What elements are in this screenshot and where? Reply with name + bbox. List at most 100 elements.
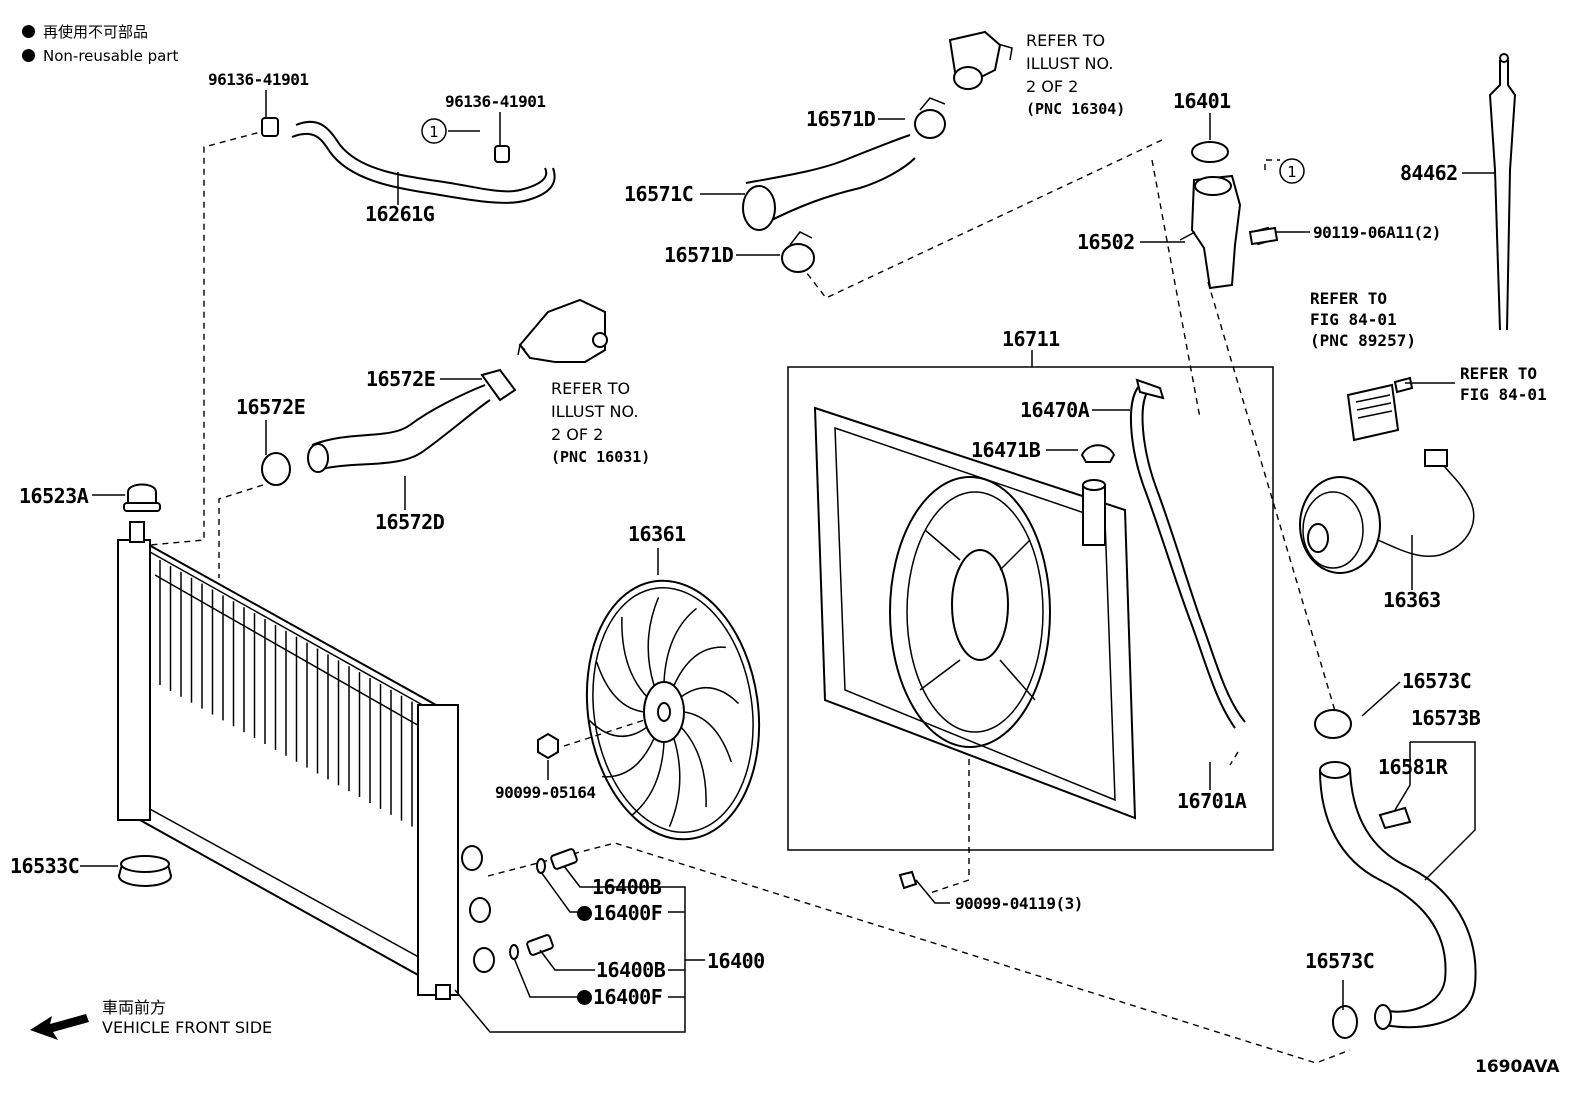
- part-label-16573b[interactable]: 16573B: [1411, 706, 1481, 730]
- part-label-16581r[interactable]: 16581R: [1378, 755, 1448, 779]
- part-label-16261g[interactable]: 16261G: [365, 202, 435, 226]
- fan-blade: [631, 741, 665, 817]
- ref-marker-label: 1: [429, 123, 439, 141]
- part-label-16701a[interactable]: 16701A: [1177, 789, 1247, 813]
- legend-jp-text: 再使用不可部品: [43, 23, 149, 41]
- fan-blade: [680, 726, 707, 808]
- part-label-90119[interactable]: 90119-06A11(2): [1313, 223, 1441, 242]
- ref-note-line: REFER TO: [1460, 364, 1538, 383]
- radiator-assembly: [117, 521, 495, 1000]
- cooling-fan-16361: [585, 579, 761, 841]
- part-label-16571c[interactable]: 16571C: [624, 182, 694, 206]
- legend-en-text: Non-reusable part: [43, 47, 179, 65]
- fan-blade: [647, 597, 660, 687]
- part-label-96136-a[interactable]: 96136-41901: [208, 70, 309, 89]
- fan-blade: [680, 686, 740, 705]
- label-leaders: [80, 90, 1495, 1033]
- lower-hose-16572d: [261, 368, 517, 486]
- ref-note-line: FIG 84-01: [1310, 310, 1397, 329]
- part-label-90099-05164[interactable]: 90099-05164: [495, 783, 596, 802]
- legend: 再使用不可部品 Non-reusable part: [22, 20, 178, 68]
- fan-blade: [621, 616, 648, 698]
- thermostat-housing: [517, 298, 608, 363]
- radiator-cap-16523a: [123, 483, 161, 512]
- dashed-leader-lines: [149, 129, 1351, 1064]
- ref-note-line: (PNC 16304): [1026, 100, 1126, 118]
- part-label-16470a[interactable]: 16470A: [1020, 398, 1090, 422]
- ref-marker-label: 1: [1287, 163, 1297, 181]
- direction-jp: 車両前方: [102, 998, 167, 1017]
- ref-note-line: ILLUST NO.: [1026, 54, 1114, 73]
- part-label-16572e[interactable]: 16572E: [366, 367, 436, 391]
- filler-neck-16502: [1179, 141, 1274, 290]
- ref-note-line: (PNC 89257): [1310, 331, 1416, 350]
- fan-blade: [673, 646, 726, 687]
- level-gauge-84462: [1488, 53, 1517, 331]
- part-label-90099-04119[interactable]: 90099-04119(3): [955, 894, 1083, 913]
- part-label-16571d-bot[interactable]: 16571D: [664, 243, 734, 267]
- lower-hose-16573b: [1314, 709, 1477, 1039]
- ref-note-line: REFER TO: [551, 379, 631, 398]
- part-label-16533c[interactable]: 16533C: [10, 854, 80, 878]
- fan-blade: [595, 661, 645, 713]
- part-label-84462[interactable]: 84462: [1400, 161, 1458, 185]
- part-label-16711[interactable]: 16711: [1002, 327, 1060, 351]
- water-inlet-housing: [948, 30, 1013, 90]
- part-label-16400f-b[interactable]: 16400F: [577, 985, 663, 1009]
- ref-note-89257: REFER TO FIG 84-01 (PNC 89257): [1310, 288, 1416, 351]
- ref-note-line: ILLUST NO.: [551, 402, 639, 421]
- part-label-16400b-b[interactable]: 16400B: [596, 958, 666, 982]
- vehicle-front-side: 車両前方 VEHICLE FRONT SIDE: [102, 998, 272, 1038]
- part-label-16400f-a[interactable]: 16400F: [577, 901, 663, 925]
- fan-blade: [683, 711, 733, 763]
- ref-note-8401: REFER TO FIG 84-01: [1460, 363, 1547, 405]
- part-label-16401[interactable]: 16401: [1173, 89, 1231, 113]
- ref-note-16304: REFER TO ILLUST NO. 2 OF 2 (PNC 16304): [1026, 29, 1125, 121]
- part-label-16573c-top[interactable]: 16573C: [1402, 669, 1472, 693]
- fan-nut: [537, 732, 559, 760]
- part-label-16471b[interactable]: 16471B: [971, 438, 1041, 462]
- drain-cocks-16400: [509, 848, 578, 960]
- overflow-hose-16470a: [1130, 378, 1246, 729]
- ref-note-line: (PNC 16031): [551, 448, 651, 466]
- bolt-90119: [1248, 226, 1279, 246]
- ref-note-line: REFER TO: [1310, 289, 1388, 308]
- legend-jp: 再使用不可部品: [22, 20, 178, 44]
- ref-note-line: FIG 84-01: [1460, 385, 1547, 404]
- part-label-16572e-clamp[interactable]: 16572E: [236, 395, 306, 419]
- legend-en: Non-reusable part: [22, 44, 178, 68]
- non-reusable-dot-icon: [577, 990, 592, 1005]
- part-label-16400b-a[interactable]: 16400B: [592, 875, 662, 899]
- part-label-16573c-bot[interactable]: 16573C: [1305, 949, 1375, 973]
- part-label-16400[interactable]: 16400: [707, 949, 765, 973]
- fan-resistor: [1346, 376, 1414, 442]
- fan-motor-16363: [1299, 449, 1475, 574]
- fan-blade: [602, 737, 655, 778]
- fan-blade: [588, 719, 648, 738]
- part-label-16400f-a-text: 16400F: [593, 901, 663, 925]
- ref-note-line: 2 OF 2: [551, 425, 604, 444]
- ref-note-line: REFER TO: [1026, 31, 1106, 50]
- part-label-16572d[interactable]: 16572D: [375, 510, 445, 534]
- direction-en: VEHICLE FRONT SIDE: [102, 1018, 273, 1037]
- non-reusable-dot-icon: [577, 906, 592, 921]
- bypass-hose-16261g: [261, 117, 556, 204]
- non-reusable-dot-icon: [22, 49, 35, 62]
- non-reusable-dot-icon: [22, 25, 35, 38]
- clip-16471b: [1080, 444, 1116, 463]
- upper-hose-16571c: [742, 97, 946, 273]
- part-label-16400f-b-text: 16400F: [593, 985, 663, 1009]
- part-label-16363[interactable]: 16363: [1383, 588, 1441, 612]
- figure-id: 1690AVA: [1475, 1057, 1560, 1077]
- part-label-16502[interactable]: 16502: [1077, 230, 1135, 254]
- part-label-16571d-top[interactable]: 16571D: [806, 107, 876, 131]
- ref-note-16031: REFER TO ILLUST NO. 2 OF 2 (PNC 16031): [551, 377, 650, 469]
- fan-blade: [668, 737, 681, 827]
- part-label-16523a[interactable]: 16523A: [19, 484, 89, 508]
- part-label-96136-b[interactable]: 96136-41901: [445, 92, 546, 111]
- part-label-16361[interactable]: 16361: [628, 522, 686, 546]
- ref-note-line: 2 OF 2: [1026, 77, 1079, 96]
- fan-shroud-16711: [787, 366, 1274, 851]
- ref-marker-1a: 1: [421, 118, 447, 144]
